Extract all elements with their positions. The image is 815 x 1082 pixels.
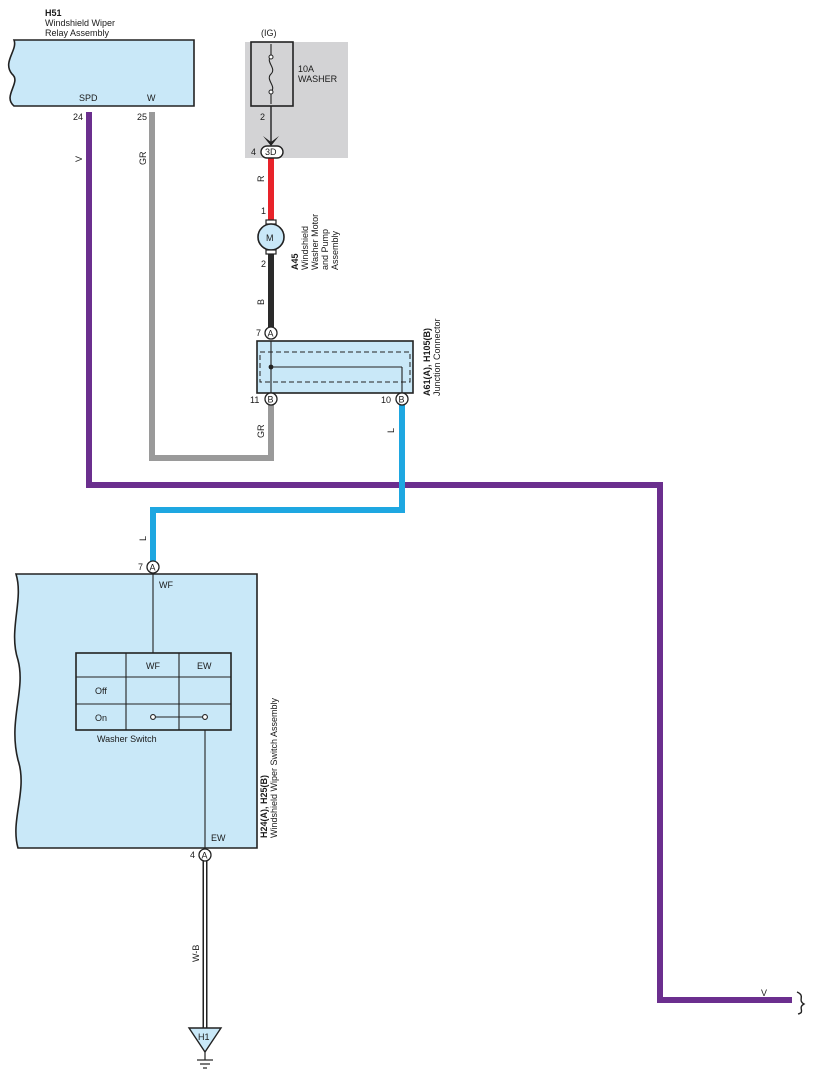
- table-row-on: On: [95, 713, 107, 723]
- motor-name-line3: and Pump: [320, 229, 330, 270]
- ground-point: H1: [187, 1027, 223, 1069]
- wire-violet-spd: [86, 112, 792, 1003]
- fuse-assembly: (IG) 10A WASHER 2 3D 4: [245, 28, 348, 159]
- relay-pin-w: 25: [137, 112, 147, 122]
- fuse-pin-bottom: 2: [260, 112, 265, 122]
- relay-assembly: H51 Windshield Wiper Relay Assembly SPD …: [7, 8, 195, 122]
- motor-name-line4: Assembly: [330, 230, 340, 270]
- wire-label-v-exit: V: [761, 988, 767, 998]
- wire-gray-w: [149, 112, 274, 461]
- relay-term-w: W: [147, 93, 156, 103]
- relay-name-line1: Windshield Wiper: [45, 18, 115, 28]
- junction-code: A61(A), H105(B): [422, 328, 432, 396]
- motor-pin-top: 1: [261, 206, 266, 216]
- junction-pin-in-connector: [264, 326, 278, 340]
- motor-symbol: M: [266, 233, 274, 243]
- fuse-arrow-icon: [263, 136, 279, 146]
- switch-pin-bottom-number: 4: [190, 850, 195, 860]
- fuse-terminal-top: [268, 54, 274, 60]
- relay-term-spd: SPD: [79, 93, 98, 103]
- wire-label-b: B: [256, 299, 266, 305]
- table-row-off: Off: [95, 686, 107, 696]
- fuse-frame: [250, 41, 294, 107]
- junction-pin-right-number: 10: [381, 395, 391, 405]
- ground-symbol-icon: [197, 1052, 213, 1069]
- fuse-connector: [260, 145, 284, 159]
- switch-code: H24(A), H25(B): [259, 775, 269, 838]
- junction-pin-right-code: B: [399, 395, 405, 405]
- fuse-element-icon: [268, 44, 274, 104]
- wire-blue: [150, 405, 405, 561]
- junction-pin-left-connector: [264, 392, 278, 406]
- fuse-supply: (IG): [261, 28, 277, 38]
- junction-pin-right-connector: [395, 392, 409, 406]
- relay-body: [7, 39, 195, 107]
- wire-label-v: V: [74, 156, 84, 162]
- fuse-connector-pin: 4: [251, 147, 256, 157]
- ground-triangle: [187, 1027, 223, 1054]
- fuse-box-background: [245, 42, 348, 158]
- fuse-rating: 10A: [298, 64, 314, 74]
- junction-pin-left-code: B: [268, 395, 274, 405]
- switch-pin-bottom-connector: [198, 848, 212, 862]
- wire-label-wb: W-B: [191, 945, 201, 962]
- table-col-wf: WF: [146, 661, 160, 671]
- junction-pin-in-number: 7: [256, 328, 261, 338]
- wire-label-gr-bottom: GR: [256, 424, 266, 438]
- wiper-switch-assembly: A 7 WF WF EW Off On Washer Switch EW A 4…: [13, 560, 279, 862]
- relay-name-line2: Relay Assembly: [45, 28, 110, 38]
- motor-name-line2: Washer Motor: [310, 214, 320, 270]
- junction-pin-left-number: 11: [250, 395, 259, 405]
- wire-label-l-right: L: [386, 428, 396, 433]
- washer-motor: M 1 2 A45 Windshield Washer Motor and Pu…: [257, 206, 340, 270]
- motor-pin-bottom: 2: [261, 259, 266, 269]
- relay-pin-spd: 24: [73, 112, 83, 122]
- switch-term-top: WF: [159, 580, 173, 590]
- motor-bottom-cap: [265, 249, 277, 255]
- switch-term-bottom: EW: [211, 833, 226, 843]
- switch-name: Windshield Wiper Switch Assembly: [269, 697, 279, 838]
- junction-splice-dot: [268, 364, 274, 370]
- switch-pin-top-number: 7: [138, 562, 143, 572]
- junction-inner-dashed: [259, 351, 411, 383]
- fuse-terminal-bottom: [268, 89, 274, 95]
- off-page-break-icon: [796, 991, 806, 1015]
- fuse-name: WASHER: [298, 74, 338, 84]
- motor-code: A45: [290, 253, 300, 270]
- wire-label-l-left: L: [138, 536, 148, 541]
- motor-name-line1: Windshield: [300, 226, 310, 270]
- switch-on-contact-ew: [202, 714, 208, 720]
- fuse-connector-code: 3D: [265, 147, 277, 157]
- wire-label-r: R: [256, 175, 266, 182]
- switch-pin-top-code: A: [150, 563, 156, 573]
- switch-on-contact-wf: [150, 714, 156, 720]
- wire-label-gr-top: GR: [138, 151, 148, 165]
- table-col-ew: EW: [197, 661, 212, 671]
- junction-pin-in-code: A: [268, 329, 274, 339]
- washer-switch-caption: Washer Switch: [97, 734, 157, 744]
- relay-code: H51: [45, 8, 62, 18]
- junction-connector: A 7 B 11 B 10 A61(A), H105(B) Junction C…: [250, 318, 442, 406]
- ground-code: H1: [198, 1032, 210, 1042]
- switch-pin-bottom-code: A: [202, 851, 208, 861]
- junction-name: Junction Connector: [432, 318, 442, 396]
